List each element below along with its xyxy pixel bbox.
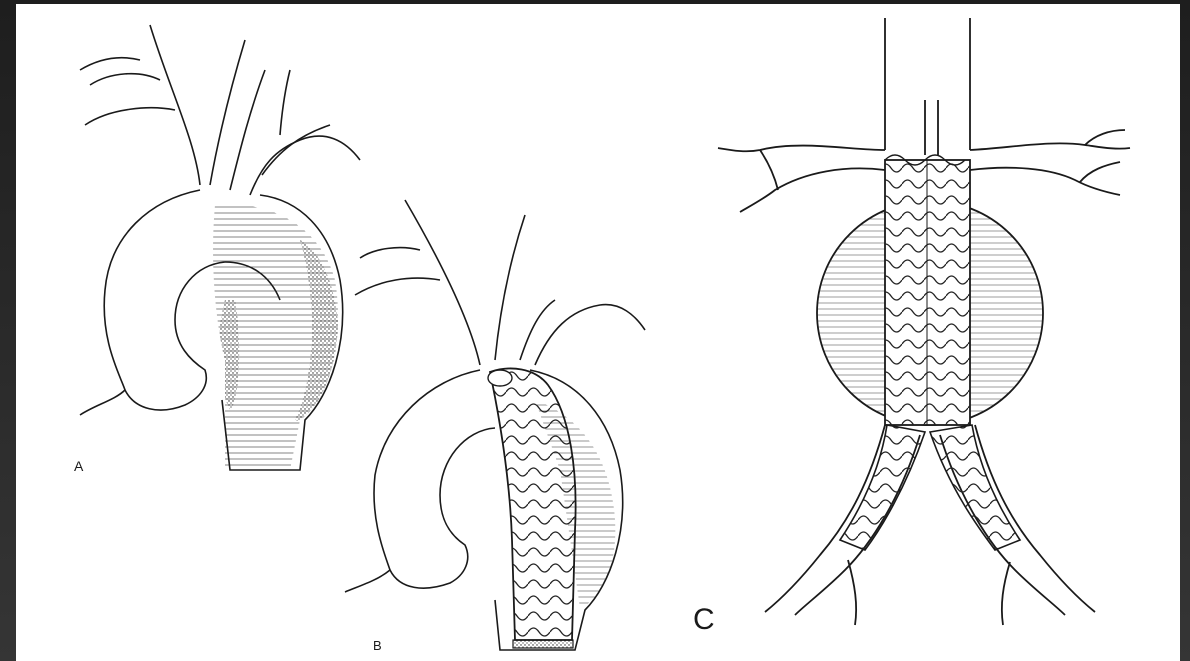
stent-graft-b (488, 368, 576, 648)
panel-label-b: B (373, 638, 382, 653)
panel-label-c: C (693, 603, 715, 637)
aneurysm-shading-a (205, 200, 355, 480)
panel-label-a: A (74, 458, 83, 474)
